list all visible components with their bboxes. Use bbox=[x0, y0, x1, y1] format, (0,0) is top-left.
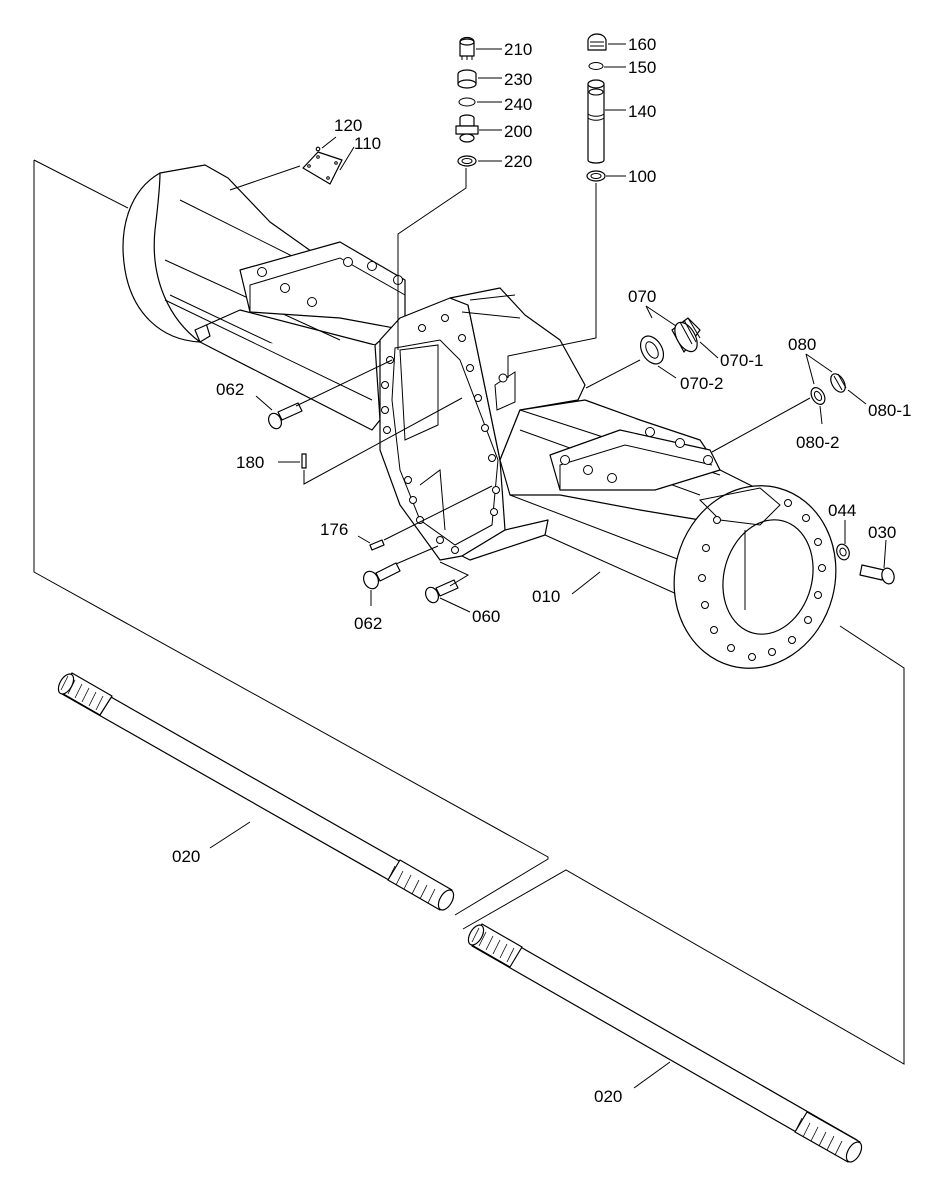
label-080: 080 bbox=[788, 335, 816, 354]
bolt-030 bbox=[859, 564, 895, 585]
label-110: 110 bbox=[354, 134, 381, 153]
seal-080-2 bbox=[810, 387, 826, 405]
label-060: 060 bbox=[472, 607, 500, 626]
bolt-062-upper bbox=[267, 402, 303, 430]
label-070-2: 070-2 bbox=[680, 374, 723, 393]
plug-070-1 bbox=[671, 317, 701, 353]
label-230: 230 bbox=[504, 70, 532, 89]
label-120: 120 bbox=[334, 116, 362, 135]
label-160: 160 bbox=[628, 35, 656, 54]
plug-230 bbox=[457, 69, 477, 89]
flange-bolt-holes bbox=[698, 499, 826, 661]
part-labels: 210 230 240 200 220 160 150 140 100 120 … bbox=[172, 35, 911, 1106]
axle-housing bbox=[122, 164, 837, 669]
label-044: 044 bbox=[828, 501, 856, 520]
washer-044 bbox=[836, 543, 850, 561]
washer-100 bbox=[586, 170, 606, 182]
label-210: 210 bbox=[504, 40, 532, 59]
washer-220 bbox=[457, 155, 477, 167]
label-150: 150 bbox=[628, 58, 656, 77]
label-062-upper: 062 bbox=[216, 380, 244, 399]
cap-160 bbox=[587, 33, 607, 51]
label-176: 176 bbox=[320, 520, 348, 539]
label-070: 070 bbox=[628, 287, 656, 306]
bolt-062-lower bbox=[363, 562, 401, 590]
label-200: 200 bbox=[504, 122, 532, 141]
label-010: 010 bbox=[532, 587, 560, 606]
screw-120 bbox=[315, 146, 321, 152]
label-020-right: 020 bbox=[594, 1087, 622, 1106]
label-062-lower: 062 bbox=[354, 614, 382, 633]
label-220: 220 bbox=[504, 152, 532, 171]
label-240: 240 bbox=[504, 95, 532, 114]
leader-lines bbox=[209, 43, 887, 1089]
label-100: 100 bbox=[628, 167, 656, 186]
axle-shaft-left bbox=[57, 672, 455, 911]
plug-080-1 bbox=[830, 373, 847, 393]
dipstick-tube-140 bbox=[587, 79, 605, 164]
fitting-200 bbox=[455, 114, 479, 143]
axle-shaft-right bbox=[467, 923, 863, 1163]
cover-plate-110 bbox=[302, 151, 343, 185]
label-080-1: 080-1 bbox=[868, 401, 911, 420]
label-140: 140 bbox=[628, 102, 656, 121]
breather-210 bbox=[459, 36, 475, 60]
label-020-left: 020 bbox=[172, 847, 200, 866]
pin-176 bbox=[369, 539, 385, 551]
label-030: 030 bbox=[868, 523, 896, 542]
pin-180 bbox=[301, 453, 307, 469]
label-080-2: 080-2 bbox=[796, 433, 839, 452]
oring-240 bbox=[458, 97, 476, 107]
oring-150 bbox=[588, 62, 604, 70]
seal-070-2 bbox=[639, 335, 665, 365]
label-180: 180 bbox=[236, 453, 264, 472]
frame-lines bbox=[33, 159, 905, 1065]
carrier-bolt-holes bbox=[381, 314, 500, 554]
label-070-1: 070-1 bbox=[720, 351, 763, 370]
